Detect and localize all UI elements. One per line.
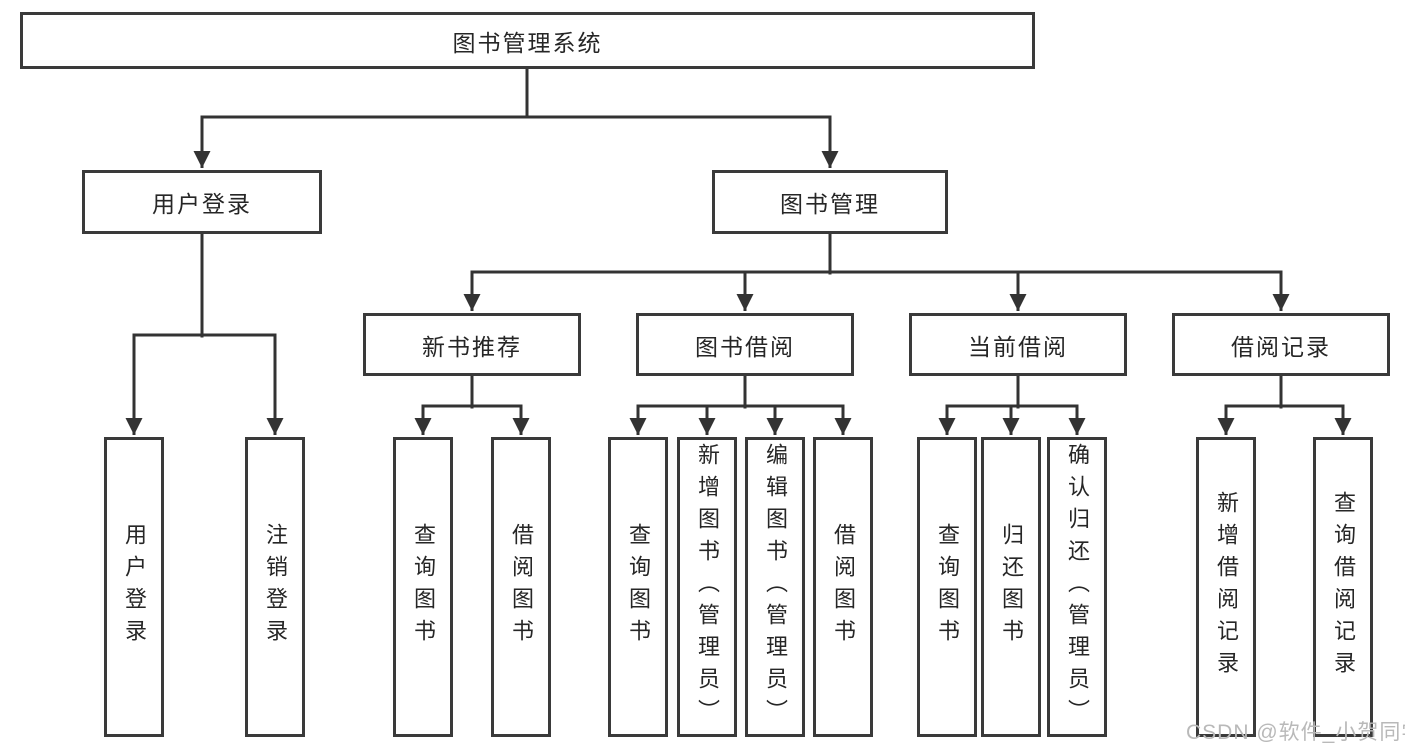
connector-user-login-branch	[132, 232, 277, 338]
leaf-query-books-3-label: 查询图书	[935, 523, 960, 651]
connector-new-books-branch	[421, 374, 523, 409]
node-book-borrow: 图书借阅	[636, 313, 854, 376]
leaf-confirm-return-admin-label: 确认归还（管理员）	[1065, 443, 1090, 731]
connector-records-branch	[1224, 374, 1345, 409]
leaf-logout-label: 注销登录	[263, 523, 288, 651]
connector-borrow-branch	[636, 374, 845, 409]
node-root-system: 图书管理系统	[20, 12, 1035, 69]
leaf-confirm-return-admin: 确认归还（管理员）	[1047, 437, 1107, 737]
leaf-borrow-books-2: 借阅图书	[813, 437, 873, 737]
connector-l3-crossbar	[470, 232, 1283, 275]
node-current-borrow: 当前借阅	[909, 313, 1127, 376]
leaf-logout: 注销登录	[245, 437, 305, 737]
leaf-query-borrow-record: 查询借阅记录	[1313, 437, 1373, 737]
leaf-edit-books-admin-label: 编辑图书（管理员）	[763, 443, 788, 731]
node-borrow-records-label: 借阅记录	[1231, 333, 1331, 360]
leaf-add-books-admin-label: 新增图书（管理员）	[695, 443, 720, 731]
node-root-label: 图书管理系统	[452, 29, 603, 56]
leaf-query-books-2-label: 查询图书	[626, 523, 651, 651]
leaf-borrow-books-1: 借阅图书	[491, 437, 551, 737]
leaf-add-borrow-record: 新增借阅记录	[1196, 437, 1256, 737]
leaf-return-books-label: 归还图书	[999, 523, 1024, 651]
node-book-borrow-label: 图书借阅	[695, 333, 795, 360]
leaf-query-books-1: 查询图书	[393, 437, 453, 737]
node-borrow-records: 借阅记录	[1172, 313, 1390, 376]
node-user-login-label: 用户登录	[152, 191, 252, 217]
leaf-borrow-books-1-label: 借阅图书	[509, 523, 534, 651]
leaf-query-books-1-label: 查询图书	[411, 523, 436, 651]
node-user-login: 用户登录	[82, 170, 322, 234]
leaf-query-books-3: 查询图书	[917, 437, 977, 737]
node-new-book-recommend: 新书推荐	[363, 313, 581, 376]
node-new-book-recommend-label: 新书推荐	[422, 333, 522, 360]
connector-current-branch	[945, 374, 1079, 409]
leaf-user-login: 用户登录	[104, 437, 164, 737]
leaf-user-login-label: 用户登录	[122, 523, 147, 651]
leaf-add-borrow-record-label: 新增借阅记录	[1214, 491, 1239, 683]
leaf-query-books-2: 查询图书	[608, 437, 668, 737]
csdn-watermark: CSDN @软件_小贺同学	[1186, 721, 1405, 744]
leaf-borrow-books-2-label: 借阅图书	[831, 523, 856, 651]
node-book-management-label: 图书管理	[780, 191, 880, 217]
leaf-edit-books-admin: 编辑图书（管理员）	[745, 437, 805, 737]
leaf-return-books: 归还图书	[981, 437, 1041, 737]
leaf-query-borrow-record-label: 查询借阅记录	[1331, 491, 1356, 683]
node-book-management: 图书管理	[712, 170, 948, 234]
leaf-add-books-admin: 新增图书（管理员）	[677, 437, 737, 737]
node-current-borrow-label: 当前借阅	[968, 333, 1068, 360]
